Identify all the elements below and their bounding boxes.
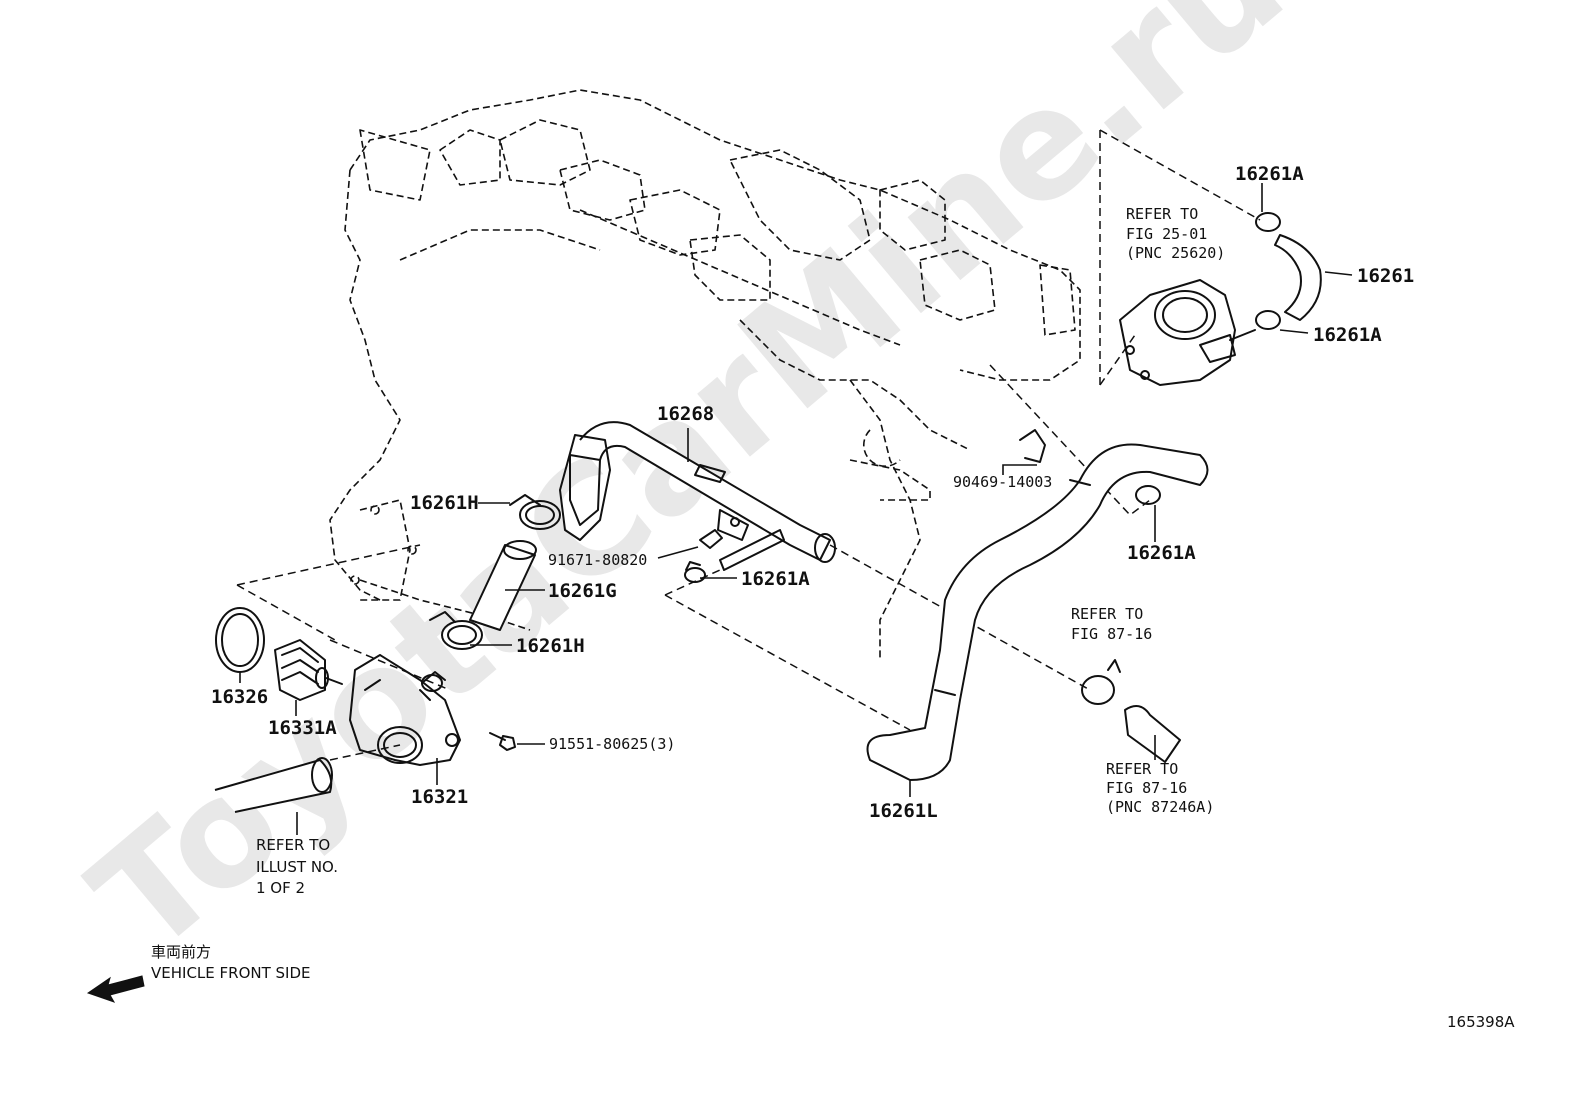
ref-fig-87-16-upper: REFER TO FIG 87-16: [1071, 605, 1152, 643]
part-16331A-thermostat: [274, 639, 343, 701]
svg-text:FIG 25-01: FIG 25-01: [1126, 225, 1207, 243]
label-16261L: 16261L: [869, 800, 938, 822]
part-16261G-hose: [469, 540, 537, 631]
label-90469: 90469-14003: [953, 473, 1052, 491]
vehicle-front-japanese: 車両前方: [151, 943, 211, 961]
svg-text:1 OF 2: 1 OF 2: [256, 879, 305, 897]
part-16261A-mid-clamp: [684, 561, 706, 583]
part-16268-water-pipe: [559, 421, 836, 563]
svg-text:ILLUST NO.: ILLUST NO.: [256, 858, 338, 876]
part-16261A-lower-right-clamp: [1135, 485, 1161, 505]
svg-text:REFER TO: REFER TO: [1106, 760, 1178, 778]
part-16261H-lower-clamp: [429, 611, 483, 650]
label-16321: 16321: [411, 786, 468, 808]
svg-text:REFER TO: REFER TO: [256, 836, 330, 854]
label-16261H-lower: 16261H: [516, 635, 585, 657]
part-90469-clip: [1019, 429, 1046, 463]
label-16261: 16261: [1357, 265, 1414, 287]
label-16261A-lower-right: 16261A: [1127, 542, 1196, 564]
label-91671: 91671-80820: [548, 551, 647, 569]
heater-hose-reference: [1081, 659, 1181, 763]
label-91551: 91551-80625(3): [549, 735, 675, 753]
part-91671-stud-bolt: [699, 529, 785, 571]
vehicle-front-english: VEHICLE FRONT SIDE: [151, 964, 311, 982]
leader-lines: [239, 183, 1353, 835]
radiator-hose-reference: [214, 757, 333, 813]
vehicle-front-indicator: 車両前方 VEHICLE FRONT SIDE: [86, 943, 311, 1003]
label-16261A-mid: 16261A: [741, 568, 810, 590]
label-16331A: 16331A: [268, 717, 337, 739]
ref-illust-no: REFER TO ILLUST NO. 1 OF 2: [256, 836, 338, 897]
part-labels: 16261A 16261 16261A 16268 90469-14003 16…: [211, 163, 1414, 822]
front-arrow-icon: [86, 975, 145, 1003]
figure-code: 165398A: [1447, 1013, 1515, 1031]
part-16261-hose-small: [1274, 234, 1322, 321]
part-16261A-right-clamp: [1255, 310, 1281, 330]
svg-text:FIG 87-16: FIG 87-16: [1106, 779, 1187, 797]
svg-text:FIG 87-16: FIG 87-16: [1071, 625, 1152, 643]
watermark: ToyotaCarMine.ru: [61, 0, 1315, 988]
part-16326-gasket-ring: [215, 607, 265, 673]
svg-text:(PNC 25620): (PNC 25620): [1126, 244, 1225, 262]
label-16261A-right: 16261A: [1313, 324, 1382, 346]
label-16261G: 16261G: [548, 580, 617, 602]
svg-text:(PNC 87246A): (PNC 87246A): [1106, 798, 1214, 816]
part-16261H-upper-clamp: [509, 494, 561, 530]
ref-fig-87-16-lower: REFER TO FIG 87-16 (PNC 87246A): [1106, 760, 1214, 816]
part-egr-assembly-reference: [1119, 279, 1256, 386]
part-16261A-top-clamp: [1255, 212, 1281, 232]
part-16321-water-inlet-housing: [349, 654, 461, 766]
part-16261L-hose: [866, 443, 1209, 781]
engine-outline: [329, 89, 1081, 660]
svg-text:REFER TO: REFER TO: [1071, 605, 1143, 623]
ref-fig-25-01: REFER TO FIG 25-01 (PNC 25620): [1126, 205, 1225, 262]
label-16261H-upper: 16261H: [410, 492, 479, 514]
label-16268: 16268: [657, 403, 714, 425]
label-16261A-top: 16261A: [1235, 163, 1304, 185]
svg-text:REFER TO: REFER TO: [1126, 205, 1198, 223]
part-91551-bolt: [489, 732, 516, 751]
label-16326: 16326: [211, 686, 268, 708]
